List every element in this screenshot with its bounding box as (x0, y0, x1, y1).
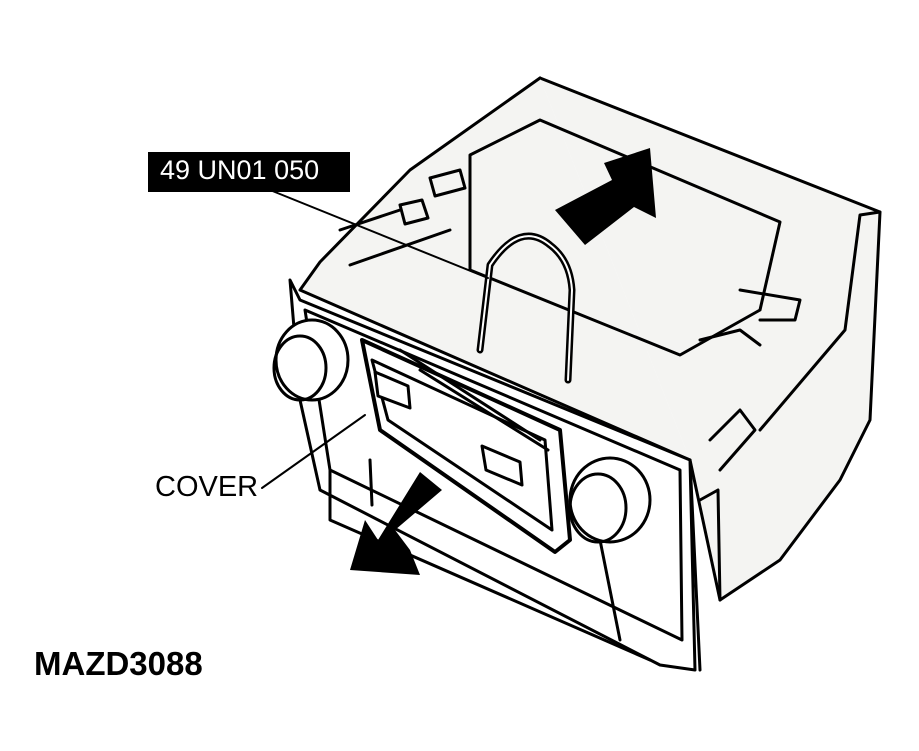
down-left-arrow-icon (350, 472, 442, 575)
figure-id: MAZD3088 (34, 645, 203, 682)
up-right-arrow-icon (555, 148, 656, 245)
right-knob (568, 456, 652, 544)
tool-leader-line (269, 189, 489, 279)
cover-leader-line (261, 414, 366, 489)
removal-tool (476, 232, 576, 384)
left-knob (272, 318, 350, 402)
cover-panel (360, 338, 572, 554)
tool-number-label: 49 UN01 050 (160, 155, 320, 185)
cover-label: COVER (155, 471, 259, 503)
tool-number-label-box (148, 152, 350, 192)
